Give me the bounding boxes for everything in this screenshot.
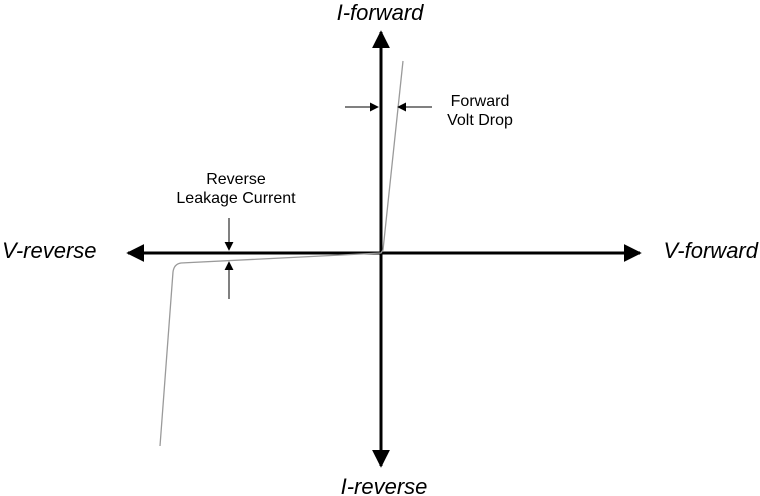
i-reverse-label: I-reverse <box>341 474 428 496</box>
forward-drop-label-line2: Volt Drop <box>447 112 513 129</box>
v-reverse-label: V-reverse <box>2 238 97 263</box>
forward-drop-label-line1: Forward <box>451 93 510 110</box>
leakage-label-line2: Leakage Current <box>176 190 296 207</box>
i-forward-label: I-forward <box>337 0 425 25</box>
leakage-label-line1: Reverse <box>206 171 266 188</box>
v-forward-label: V-forward <box>663 238 758 263</box>
